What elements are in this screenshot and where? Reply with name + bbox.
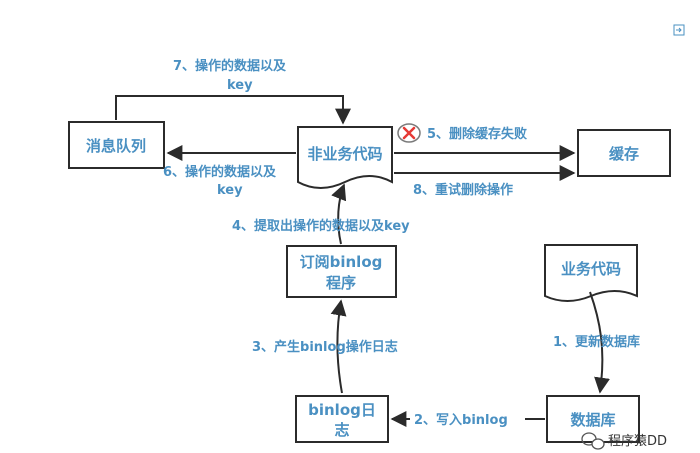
edge-2-label: 2、写入binlog [414, 413, 508, 428]
edge-1-label: 1、更新数据库 [553, 334, 640, 350]
node-binlog-log-label-2: 志 [334, 421, 349, 439]
node-binlog-subscriber-label-2: 程序 [326, 274, 356, 292]
node-binlog-subscriber-label-1: 订阅binlog [300, 253, 383, 271]
watermark: 程序猿DD [581, 432, 667, 450]
edge-3-arrow [330, 299, 347, 394]
node-message-queue-label: 消息队列 [86, 137, 146, 155]
edge-4-arrow [331, 183, 347, 245]
node-cache: 缓存 [577, 129, 671, 177]
edge-2-label-bg [410, 410, 525, 428]
node-business-code-label: 业务代码 [561, 260, 621, 278]
node-database-label: 数据库 [570, 411, 615, 429]
edge-7-label-1: 7、操作的数据以及 [173, 58, 287, 74]
edge-6-label-2: key [217, 183, 243, 198]
edge-5-label: 5、删除缓存失败 [427, 126, 527, 142]
fail-x-icon [397, 123, 421, 143]
node-service-label: 非业务代码 [307, 145, 382, 163]
edge-7-label-2: key [227, 78, 253, 93]
node-message-queue: 消息队列 [68, 121, 165, 169]
watermark-text: 程序猿DD [608, 434, 667, 449]
external-window-icon[interactable] [673, 24, 685, 36]
edge-7-arrow [115, 95, 351, 125]
edge-4-label: 4、提取出操作的数据以及key [232, 218, 410, 234]
edge-3-label: 3、产生binlog操作日志 [252, 339, 398, 355]
node-cache-label: 缓存 [609, 145, 639, 163]
node-binlog-log-label-1: binlog日 [308, 401, 376, 419]
edge-6-label-1: 6、操作的数据以及 [163, 164, 277, 180]
node-service: 非业务代码 [297, 126, 393, 189]
edge-1-arrow [589, 291, 610, 394]
edge-8-label: 8、重试删除操作 [413, 182, 513, 198]
node-binlog-log: binlog日 志 [295, 395, 389, 443]
wechat-logo-icon [581, 432, 605, 450]
node-binlog-subscriber: 订阅binlog 程序 [286, 245, 397, 298]
